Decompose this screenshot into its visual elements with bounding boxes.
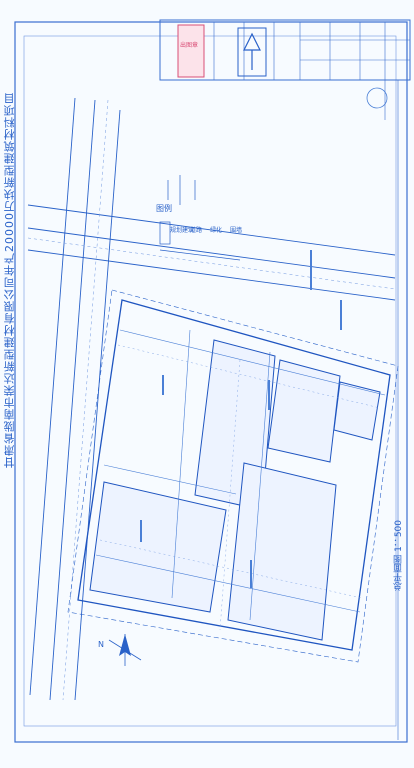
building-c bbox=[89, 481, 227, 613]
legend-item: 规划建筑 bbox=[170, 227, 195, 234]
logo-box bbox=[237, 27, 267, 77]
company-logo bbox=[243, 32, 261, 70]
legend-item: 围墙 bbox=[230, 227, 243, 234]
legend-item: 道路 bbox=[190, 227, 203, 234]
building-b bbox=[267, 359, 341, 463]
seal-circle bbox=[366, 87, 388, 109]
title-block bbox=[159, 19, 411, 81]
north-arrow-label: N bbox=[98, 640, 104, 649]
sheet-border bbox=[14, 21, 408, 743]
stamp-text: 出图章 bbox=[180, 42, 199, 49]
property-line bbox=[67, 289, 399, 663]
site-boundary bbox=[77, 299, 391, 651]
drawing-scale-label: 总平面图 1：500 bbox=[394, 520, 404, 591]
legend-item: 绿化 bbox=[210, 227, 223, 234]
legend-title: 图例 bbox=[156, 204, 172, 213]
project-title: 甘肃省陇南市荣达新型建材有限公司年产20000万块新型建筑材料项目 bbox=[3, 92, 16, 468]
red-stamp bbox=[177, 24, 205, 78]
inner-border bbox=[23, 35, 397, 727]
building-d bbox=[227, 462, 337, 641]
building-e bbox=[333, 381, 381, 441]
north-arrow-icon bbox=[108, 634, 142, 666]
